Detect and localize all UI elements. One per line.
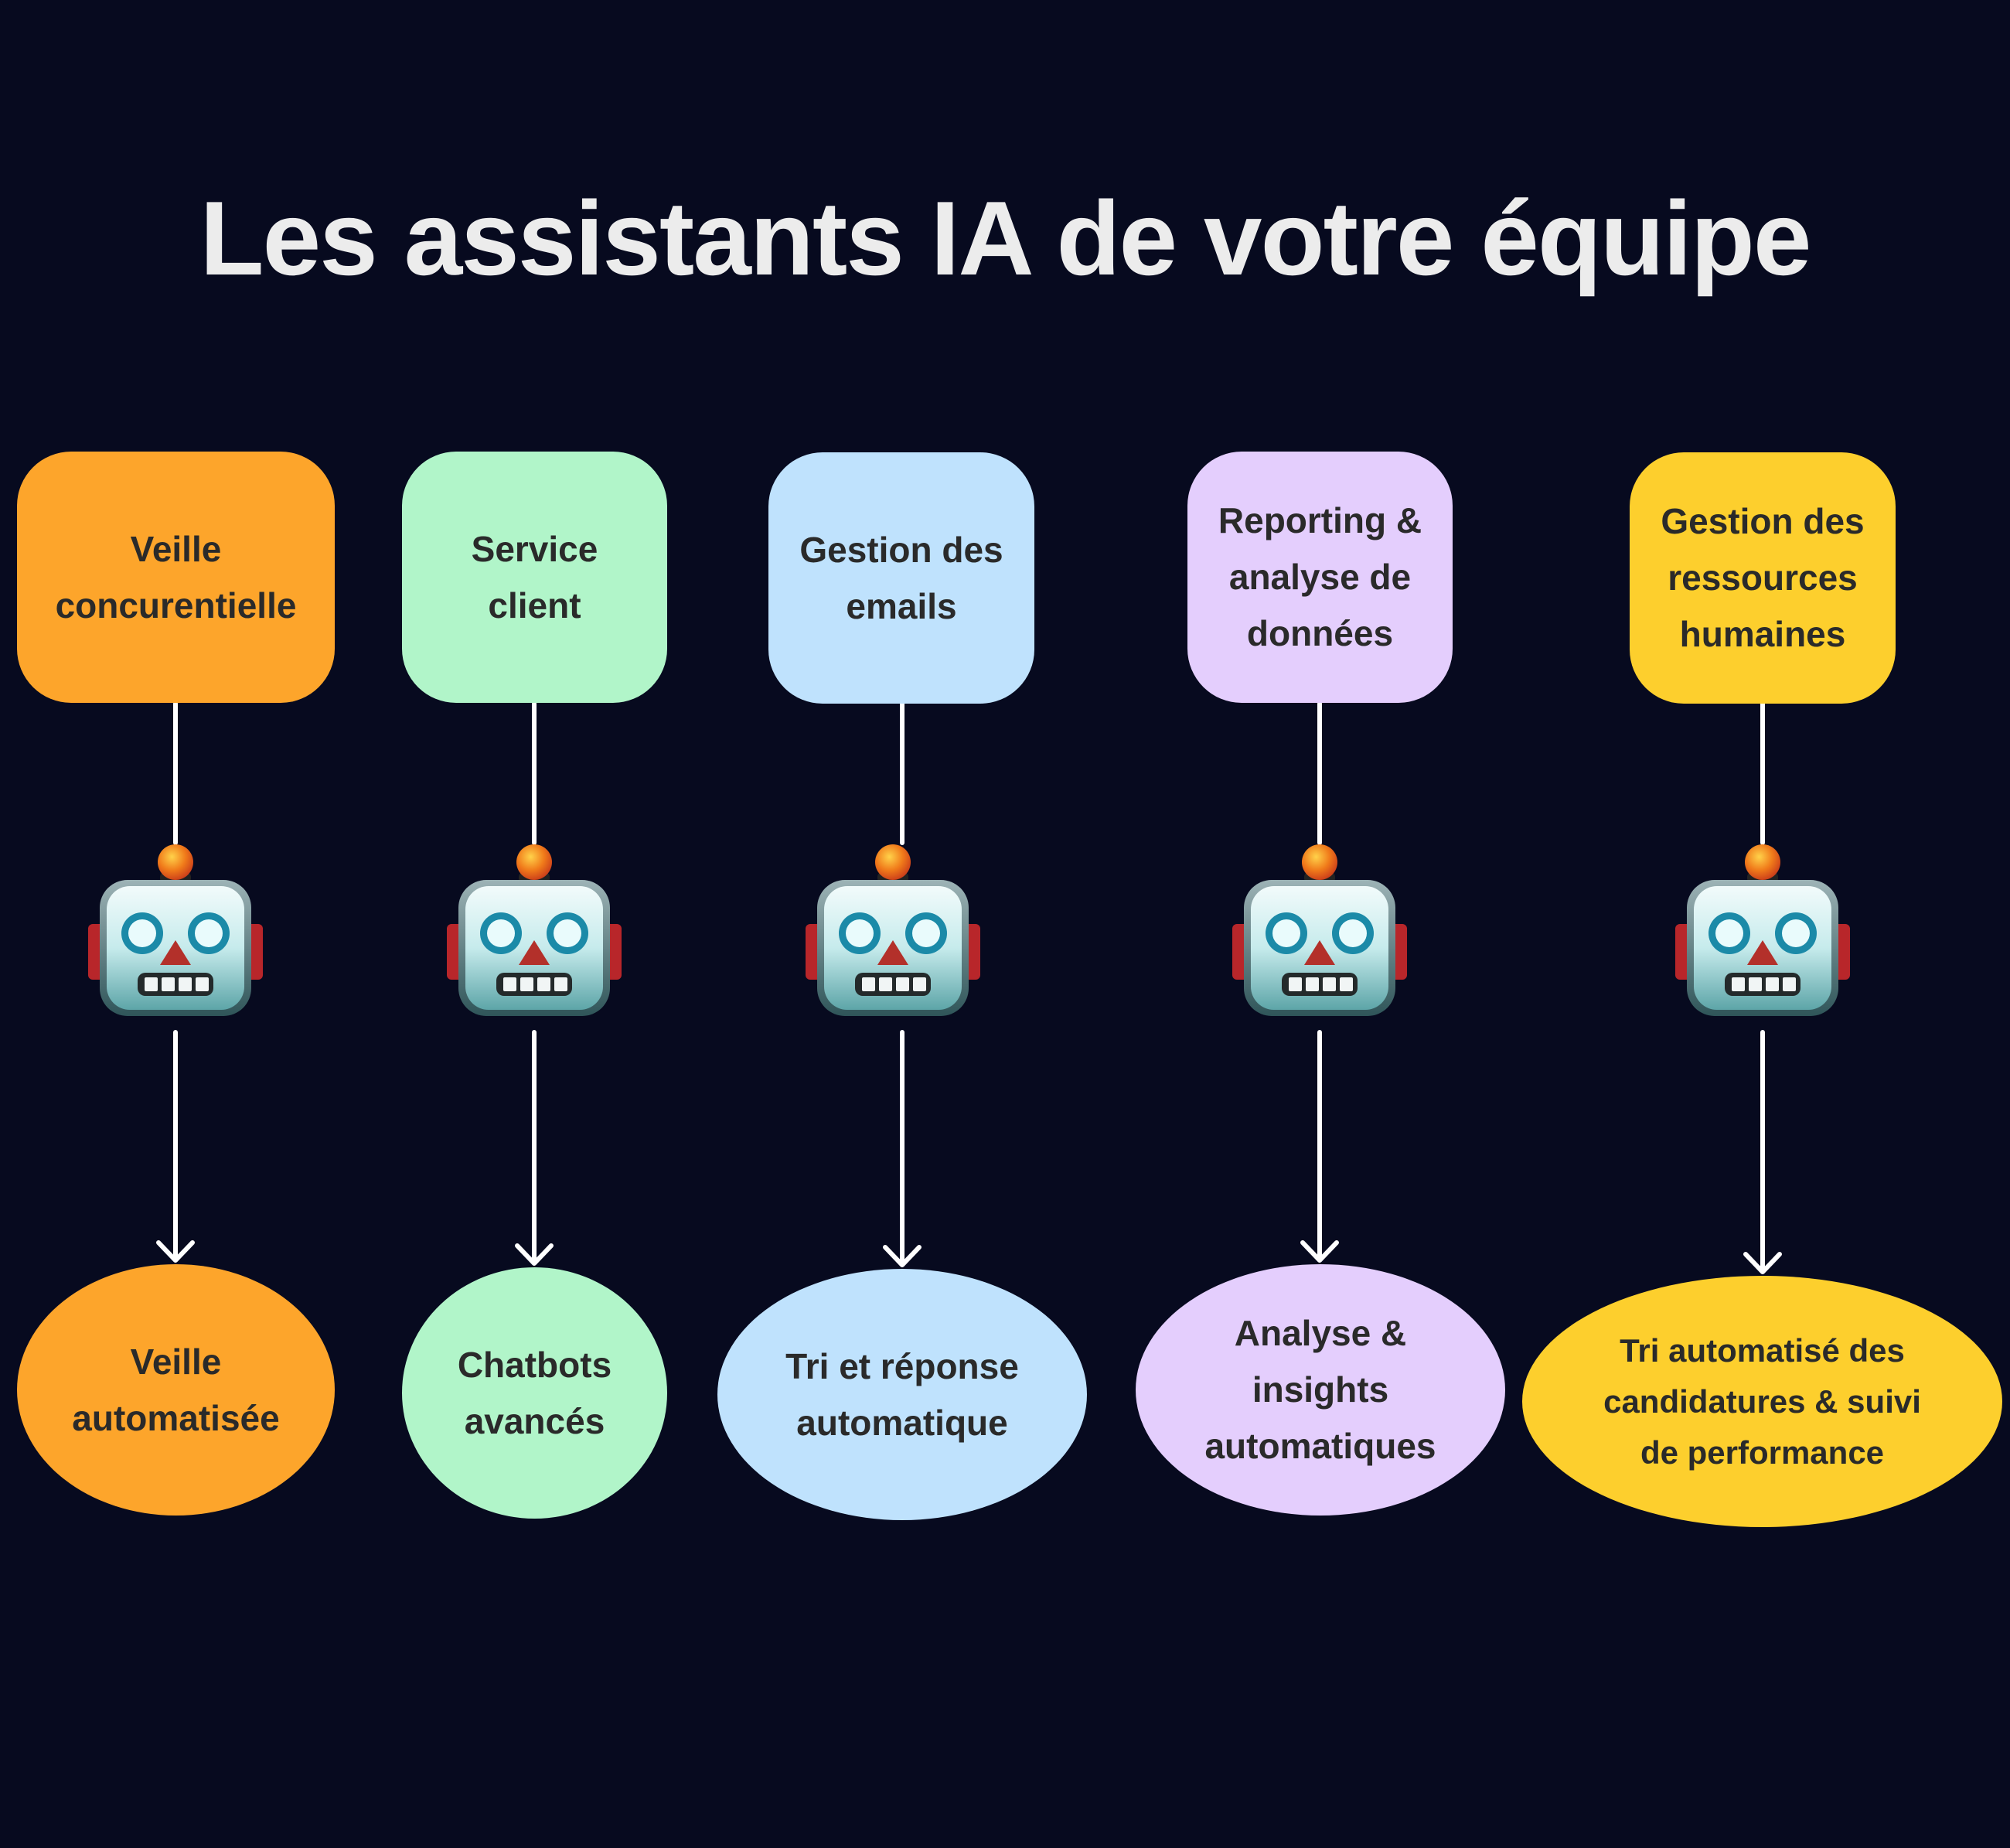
arrow-head-icon — [1300, 1240, 1339, 1263]
robot-icon — [1232, 844, 1407, 1016]
category-label: Gestion des emails — [799, 529, 1003, 626]
category-box-reporting: Reporting & analyse de données — [1187, 452, 1453, 703]
category-box-emails: Gestion des emails — [768, 452, 1034, 704]
page-title: Les assistants IA de votre équipe — [199, 179, 1811, 297]
result-ellipse-veille: Veille automatisée — [17, 1264, 335, 1516]
category-label: Veille concurentielle — [55, 528, 297, 626]
robot-icon — [806, 844, 980, 1016]
result-label: Analyse & insights automatiques — [1204, 1313, 1436, 1466]
result-label: Tri automatisé des candidatures & suivi … — [1603, 1331, 1921, 1471]
result-ellipse-emails: Tri et réponse automatique — [717, 1269, 1087, 1520]
robot-icon — [447, 844, 622, 1016]
robot-icon — [88, 844, 263, 1016]
category-label: Service client — [471, 528, 598, 626]
category-box-veille: Veille concurentielle — [17, 452, 335, 703]
result-ellipse-rh: Tri automatisé des candidatures & suivi … — [1522, 1276, 2002, 1527]
result-ellipse-reporting: Analyse & insights automatiques — [1136, 1264, 1505, 1516]
category-label: Reporting & analyse de données — [1218, 500, 1422, 653]
result-label: Tri et réponse automatique — [785, 1345, 1019, 1443]
result-label: Chatbots avancés — [457, 1344, 612, 1441]
result-label: Veille automatisée — [72, 1341, 280, 1438]
arrow-head-icon — [515, 1243, 554, 1266]
category-box-service-client: Service client — [402, 452, 667, 703]
arrow-head-icon — [883, 1245, 922, 1267]
robot-icon — [1675, 844, 1850, 1016]
arrow-head-icon — [1743, 1252, 1782, 1274]
arrow-head-icon — [156, 1240, 195, 1263]
category-box-rh: Gestion des ressources humaines — [1630, 452, 1896, 704]
result-ellipse-chatbots: Chatbots avancés — [402, 1267, 667, 1519]
category-label: Gestion des ressources humaines — [1661, 501, 1865, 654]
